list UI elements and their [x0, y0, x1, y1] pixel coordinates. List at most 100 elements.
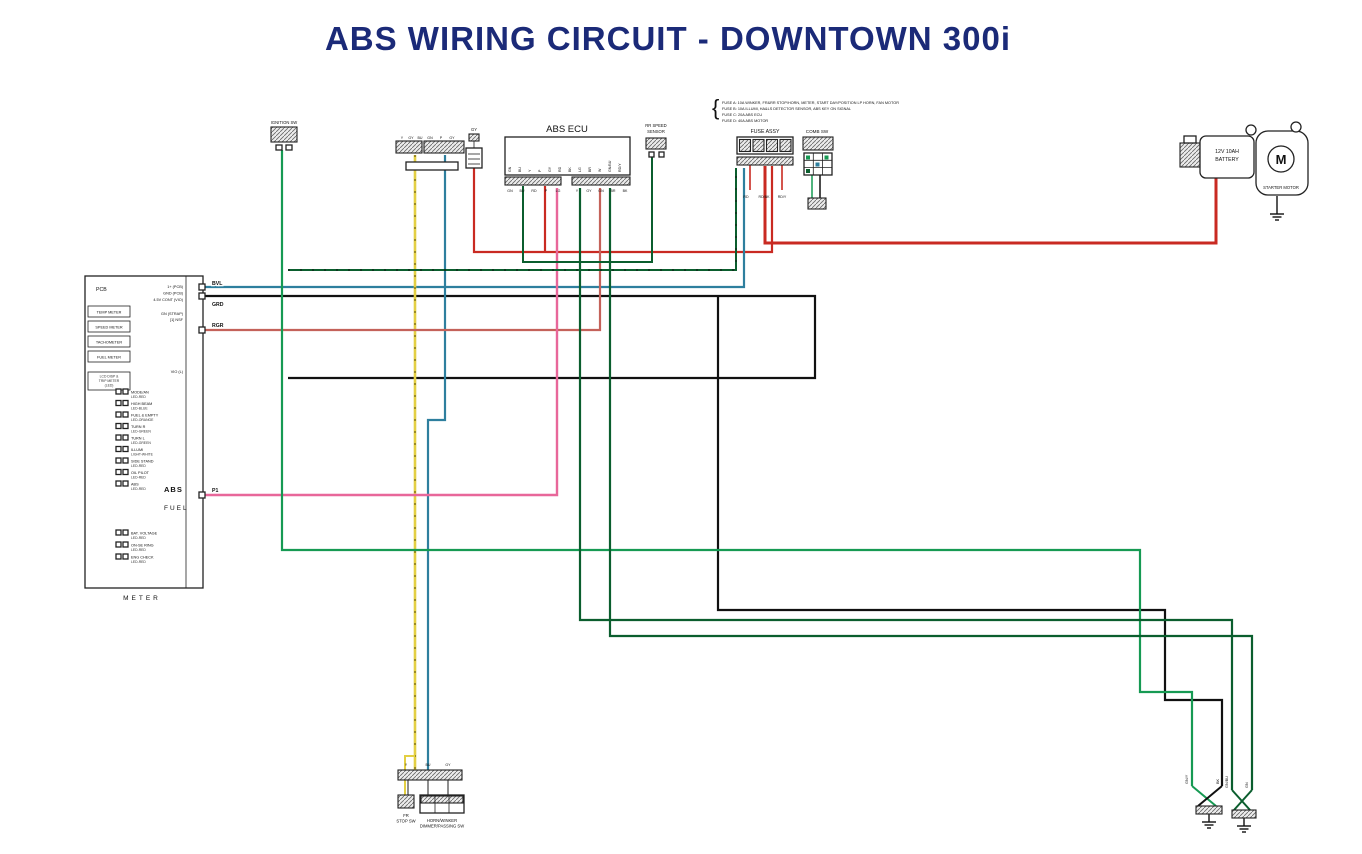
- indicator-pin: [122, 445, 129, 453]
- ecu-pin-code: BU: [520, 189, 525, 193]
- indicator-pin: [115, 457, 122, 464]
- indicator-led: LED-RED: [131, 475, 146, 479]
- rear-wire-code: GN: [1245, 782, 1249, 788]
- lcd-box-label: TRIP METER: [99, 379, 120, 383]
- meter-outline: [84, 275, 204, 589]
- indicator-pin: [122, 388, 129, 395]
- connector-body: [395, 140, 423, 154]
- indicator-pin: [115, 541, 122, 548]
- connector-body: [423, 140, 465, 154]
- indicator-name: ON-SE RING: [131, 544, 154, 548]
- indicator-name: FUEL & EMPTY: [131, 414, 159, 418]
- ecu-pin-label: BK: [568, 167, 572, 172]
- grid-dot: [806, 155, 810, 160]
- pin-code: P: [440, 136, 443, 140]
- wire: [522, 157, 653, 263]
- indicator-led: LED-RED: [131, 464, 146, 468]
- fuse-notes-brace: {: [712, 95, 719, 120]
- indicator-name: ILLUMI: [131, 448, 143, 452]
- indicator-led: LED-RED: [131, 487, 146, 491]
- connector-body: [802, 136, 834, 151]
- ecu-pin-code: Y: [576, 189, 579, 193]
- ignition-switch-label: IGNITION SW: [271, 120, 298, 125]
- rear-wire-code: BK: [1216, 778, 1220, 784]
- fuse-notes: { FUSE A: 10A WINKER, FR&RR STOP/HORN, M…: [712, 95, 899, 123]
- fuse-note: FUSE C: 20A ABS ECU: [722, 113, 762, 117]
- connector-pin: [275, 144, 283, 151]
- grid-dot: [815, 162, 820, 167]
- fuse-cell: [752, 138, 765, 153]
- inline-connector-code: GY: [471, 127, 477, 132]
- wire: [608, 188, 1254, 790]
- pin-code: GN: [427, 136, 433, 140]
- comb-switch-label: COMB SW: [806, 129, 829, 134]
- wire-label-rgr: RGR: [212, 323, 224, 329]
- gauge-label: TACHOMETER: [96, 341, 123, 345]
- battery-label: BATTERY: [1215, 157, 1239, 163]
- ground-symbol: [1237, 825, 1251, 833]
- starter-relay: [1179, 142, 1201, 168]
- indicator-led: LED-RED: [131, 395, 146, 399]
- ecu-pin-code: LG: [556, 189, 561, 193]
- battery-starter-assembly: 12V 10AH BATTERY M STARTER MOTOR: [1179, 121, 1309, 221]
- ecu-pin-label: BR: [588, 167, 592, 172]
- gauge-box: [87, 335, 131, 348]
- page-title: ABS WIRING CIRCUIT - DOWNTOWN 300i: [325, 20, 1011, 57]
- ecu-pin-code: BR: [611, 189, 616, 193]
- fuse-pin-strip: [736, 156, 794, 166]
- speed-sensor-connector: RR SPEED SENSOR: [645, 123, 667, 158]
- ecu-pin-label: GN: [508, 166, 512, 172]
- battery-terminal: [1245, 124, 1257, 136]
- motor-circle: [1267, 145, 1295, 173]
- indicator-pin: [115, 388, 122, 395]
- indicator-name: ABS: [131, 483, 139, 487]
- connector-body: [465, 147, 483, 169]
- fuse-pin-code: RD: [743, 195, 749, 199]
- indicator-name: BAT. VOLTAGE: [131, 532, 158, 536]
- indicator-pin: [122, 553, 129, 560]
- gauge-label: FUEL METER: [97, 356, 121, 360]
- rear-wire-code: GN/Y: [1185, 774, 1189, 784]
- fuse-assy-label: FUSE ASSY: [751, 129, 780, 135]
- indicator-pin: [122, 468, 129, 476]
- indicator-led: LIGHT-WHITE: [131, 452, 154, 456]
- indicator-led: LED-GREEN: [131, 441, 151, 445]
- ecu-pin-code: BK: [623, 189, 628, 193]
- indicator-pin: [115, 529, 122, 536]
- meter-right-label: GN (STRAP): [161, 312, 184, 316]
- speed-sensor-label: RR SPEED: [645, 123, 666, 128]
- wire: [205, 188, 602, 332]
- grid-dot: [824, 155, 829, 160]
- wire: [426, 155, 447, 770]
- indicator-name: TURN L: [131, 437, 145, 441]
- meter-pcb-label: PCB: [96, 287, 107, 293]
- stop-switch-body: [397, 794, 415, 809]
- ecu-pin-label: GY: [548, 166, 552, 172]
- indicator-pin: [115, 480, 122, 487]
- indicator-led: LED-ORANGE: [131, 418, 154, 422]
- connector-body: [397, 769, 463, 781]
- connector-body: [468, 133, 480, 142]
- indicator-led: LED-RED: [131, 560, 146, 564]
- wire: [716, 296, 1224, 786]
- indicator-name: TURN R: [131, 425, 146, 429]
- connector-pin: [658, 151, 665, 158]
- indicator-name: ENG CHECK: [131, 556, 154, 560]
- ecu-pin-code: RD: [531, 189, 537, 193]
- gauge-label: TEMP METER: [97, 311, 122, 315]
- rear-connector-cluster-a: [1195, 805, 1223, 829]
- connector-body: [807, 197, 827, 210]
- wire: [205, 294, 817, 380]
- indicator-pin: [122, 422, 129, 430]
- inline-connector: GY: [465, 127, 483, 169]
- pin-code: BU: [418, 136, 423, 140]
